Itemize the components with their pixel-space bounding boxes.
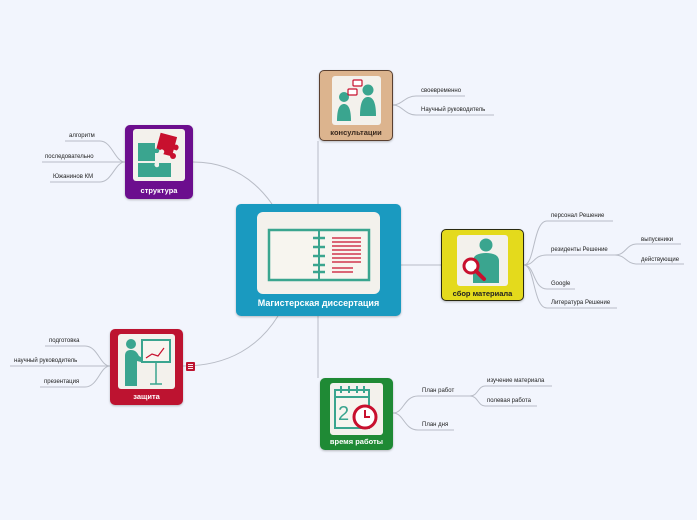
presenter-board-icon <box>125 339 171 386</box>
calendar-clock-icon: 2 <box>334 386 378 430</box>
vremya-image: 2 <box>330 383 383 435</box>
struktura-title: структура <box>140 186 178 195</box>
notebook-icon <box>267 228 371 282</box>
sbor-image <box>457 235 508 286</box>
zashchita-title: защита <box>133 392 160 401</box>
leaf-nauchnyy-rukovoditel-2[interactable]: научный руководитель <box>14 358 78 364</box>
leaf-prezentaciya[interactable]: презентация <box>44 379 80 385</box>
leaf-izuchenie-materiala[interactable]: изучение материала <box>487 378 545 384</box>
connector-struktura <box>192 161 273 205</box>
leaf-literatura[interactable]: Литература Решение <box>551 300 611 306</box>
central-title: Магистерская диссертация <box>257 298 380 308</box>
zashchita-image <box>118 334 175 389</box>
leaf-svoevremenno[interactable]: своевременно <box>421 88 462 94</box>
leaf-yuzhaninov[interactable]: Южанинов КМ <box>53 174 94 180</box>
topic-struktura[interactable]: структура <box>125 125 193 199</box>
central-topic[interactable]: Магистерская диссертация <box>236 204 401 316</box>
consultation-people-icon <box>337 79 376 121</box>
leaf-nauchnyy-rukovoditel[interactable]: Научный руководитель <box>421 107 486 113</box>
puzzle-icon <box>138 132 179 177</box>
leaf-deystvuyushchie[interactable]: действующие <box>641 257 680 263</box>
leaf-podgotovka[interactable]: подготовка <box>49 338 80 344</box>
leaf-google[interactable]: Google <box>551 281 571 287</box>
svg-text:2: 2 <box>338 403 349 425</box>
leaf-rezidenty[interactable]: резиденты Решение <box>551 247 608 253</box>
leaf-algoritm[interactable]: алгоритм <box>69 133 95 139</box>
leaf-polevaya-rabota[interactable]: полевая работа <box>487 398 531 404</box>
sbor-title: сбор материала <box>452 289 513 298</box>
note-icon[interactable] <box>186 362 195 371</box>
topic-konsultacii[interactable]: консультации <box>319 70 393 141</box>
topic-sbor-materiala[interactable]: сбор материала <box>441 229 524 301</box>
connector-zashchita <box>182 315 279 367</box>
leaf-posledovatelno[interactable]: последовательно <box>45 154 94 160</box>
topic-vremya-raboty[interactable]: 2 время работы <box>320 378 393 450</box>
leaf-plan-dnya[interactable]: План дня <box>422 422 449 428</box>
struktura-image <box>133 129 185 181</box>
person-magnifier-icon <box>462 238 499 283</box>
leaf-vypuskniki[interactable]: выпускники <box>641 237 673 243</box>
konsultacii-image <box>332 76 381 125</box>
vremya-title: время работы <box>329 437 384 446</box>
konsultacii-title: консультации <box>330 128 382 137</box>
topic-zashchita[interactable]: защита <box>110 329 183 405</box>
central-image <box>257 212 380 294</box>
leaf-personal[interactable]: персонал Решение <box>551 213 605 219</box>
leaf-plan-rabot[interactable]: План работ <box>422 388 455 394</box>
